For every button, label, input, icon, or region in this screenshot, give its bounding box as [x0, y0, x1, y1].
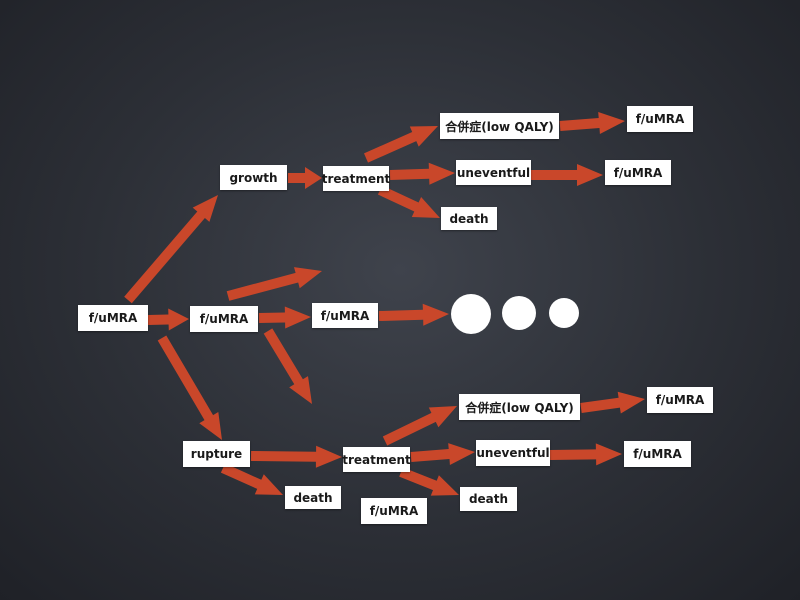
- node-rupture-uneventful: uneventful: [476, 440, 550, 466]
- arrow-root-to-growth: [124, 195, 218, 304]
- arrow-rcomplication-to-fumra: [580, 391, 645, 414]
- node-growth: growth: [220, 165, 287, 190]
- node-growth-uneventful: uneventful: [456, 160, 531, 185]
- arrow-rupture-to-treatment: [250, 445, 342, 468]
- node-rupture-complication: 合併症(low QALY): [459, 394, 580, 420]
- arrow-treatment-to-complication: [364, 126, 438, 163]
- arrow-root-to-mid: [147, 308, 189, 331]
- arrow-next-to-dots: [378, 303, 449, 326]
- node-growth-complication: 合併症(low QALY): [440, 113, 559, 139]
- ellipsis-dot: [451, 294, 491, 334]
- node-rupture-treatment: treatment: [342, 447, 411, 472]
- arrow-rtreatment-to-complication: [382, 406, 457, 446]
- arrow-mid-to-next: [258, 306, 311, 329]
- arrow-runeventful-to-fumra: [549, 443, 622, 466]
- node-rupture-death: death: [285, 486, 341, 509]
- arrow-treatment-to-death: [377, 185, 440, 218]
- node-bottom-fumra: f/uMRA: [361, 498, 427, 524]
- arrow-mid-down-branch: [263, 328, 312, 404]
- arrow-rtreatment-to-death: [399, 467, 459, 496]
- node-growth-treatment: treatment: [322, 166, 390, 191]
- node-growth-uneventful-fumra: f/uMRA: [605, 160, 671, 185]
- arrow-rupture-to-death: [220, 463, 283, 495]
- arrow-uneventful-to-fumra: [531, 164, 603, 186]
- arrow-complication-to-fumra: [559, 112, 625, 134]
- node-rupture: rupture: [183, 441, 250, 467]
- node-rupture-treatment-death: death: [460, 487, 517, 511]
- arrow-rtreatment-to-uneventful: [410, 443, 475, 465]
- arrow-root-to-rupture: [157, 335, 222, 440]
- node-growth-death: death: [441, 207, 497, 230]
- node-mid-fumra: f/uMRA: [190, 306, 258, 332]
- node-root-fumra: f/uMRA: [78, 305, 148, 331]
- arrow-mid-up-branch: [226, 267, 322, 301]
- arrow-treatment-to-uneventful: [389, 162, 455, 185]
- arrow-growth-to-treatment: [288, 167, 322, 189]
- node-growth-complication-fumra: f/uMRA: [627, 106, 693, 132]
- ellipsis-dot: [549, 298, 579, 328]
- ellipsis-dot: [502, 296, 536, 330]
- node-mid-next-fumra: f/uMRA: [312, 303, 378, 328]
- node-rupture-complication-fumra: f/uMRA: [647, 387, 713, 413]
- node-rupture-uneventful-fumra: f/uMRA: [624, 441, 691, 467]
